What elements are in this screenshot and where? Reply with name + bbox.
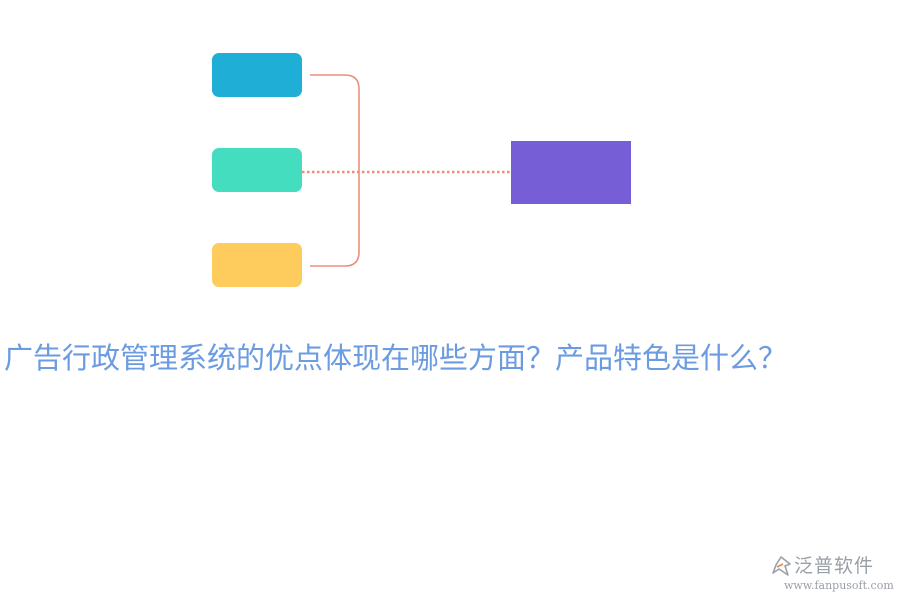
node-yellow-box	[212, 243, 302, 287]
node-teal-box	[212, 148, 302, 192]
watermark: 泛普软件 www.fanpusoft.com	[770, 553, 895, 595]
node-blue-box	[212, 53, 302, 97]
page-title: 广告行政管理系统的优点体现在哪些方面？产品特色是什么？	[4, 341, 788, 375]
fanpu-logo-icon	[772, 556, 791, 576]
watermark-brand-name: 泛普软件	[794, 555, 875, 577]
node-purple-box	[511, 141, 631, 204]
watermark-url: www.fanpusoft.com	[784, 579, 894, 592]
bracket-connector	[310, 74, 360, 267]
